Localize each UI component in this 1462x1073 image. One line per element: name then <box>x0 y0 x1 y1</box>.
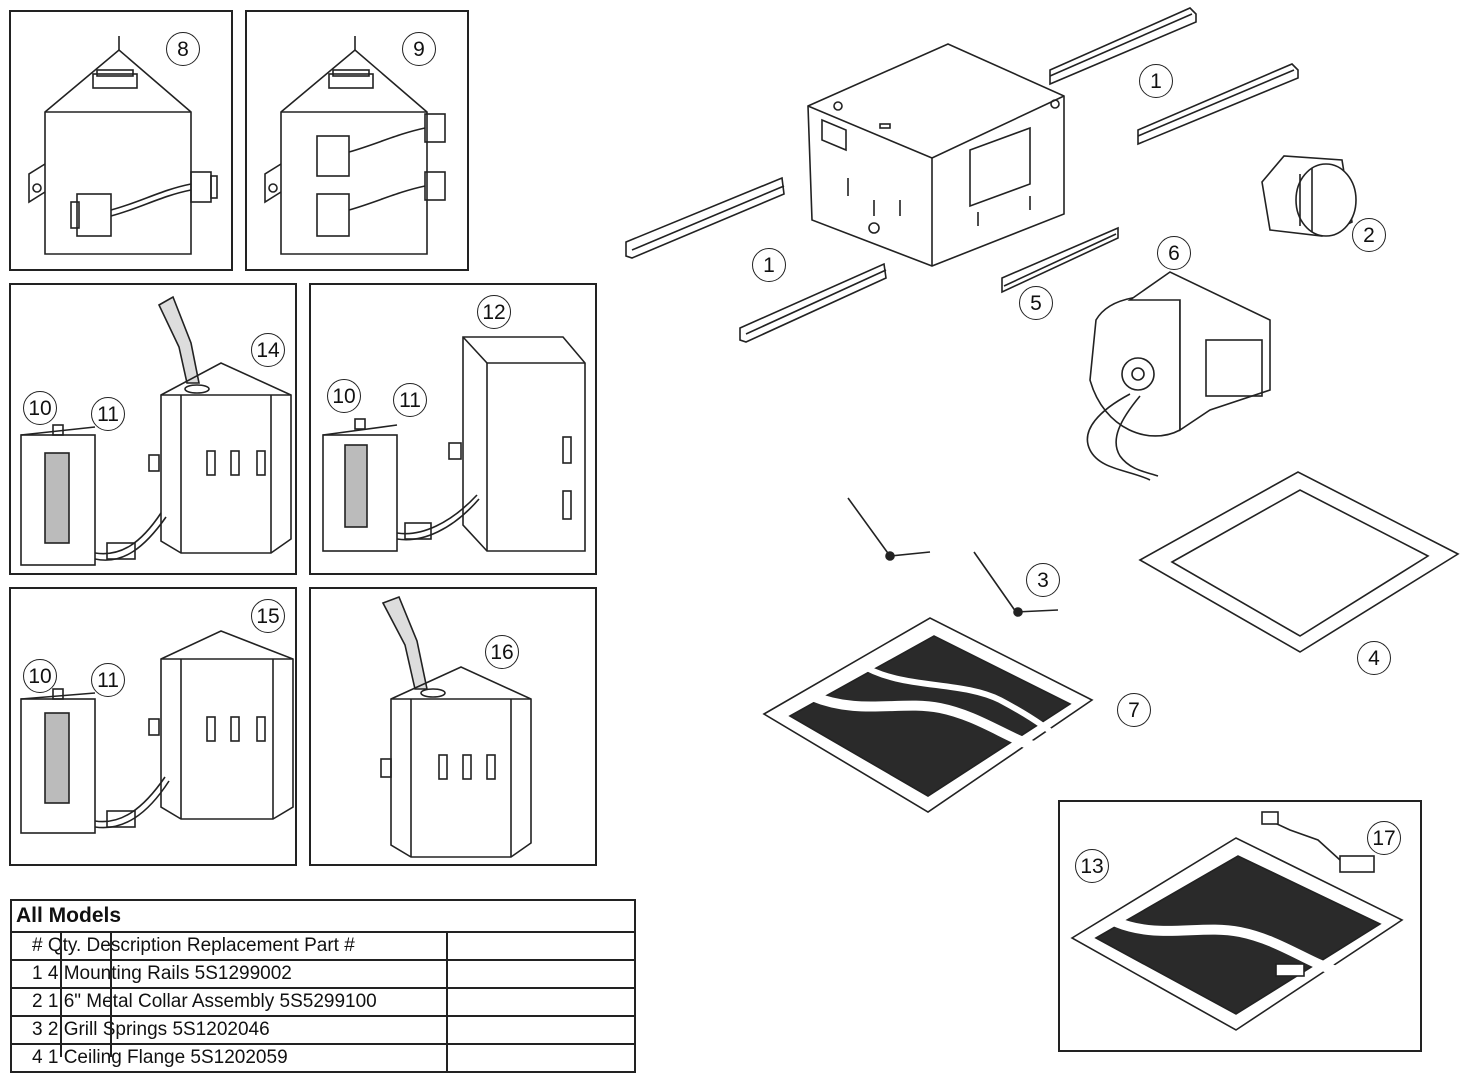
grill <box>762 617 1094 813</box>
panel-detail-9: 9 <box>245 10 469 271</box>
panel-detail-12: 12 10 11 <box>309 283 597 575</box>
panel-detail-8: 8 <box>9 10 233 271</box>
table-cell: 2 1 6" Metal Collar Assembly 5S5299100 <box>10 987 448 1017</box>
callout-13: 13 <box>1075 849 1109 883</box>
battery-housing-diagram-12 <box>322 336 586 552</box>
mounting-rail <box>1049 7 1197 86</box>
table-cell <box>446 959 636 989</box>
wiring-diagram-8 <box>28 36 218 255</box>
metal-collar <box>1261 155 1357 237</box>
callout-10: 10 <box>327 379 361 413</box>
mounting-rail <box>625 176 785 259</box>
callout-12: 12 <box>477 295 511 329</box>
table-cell <box>446 1015 636 1045</box>
table-cell <box>446 1043 636 1073</box>
table-row: 2 1 6" Metal Collar Assembly 5S5299100 <box>10 987 636 1017</box>
battery-housing-diagram-14 <box>20 295 292 566</box>
wiring-diagram-9 <box>264 36 446 255</box>
table-row: 4 1 Ceiling Flange 5S1202059 <box>10 1043 636 1073</box>
callout-10: 10 <box>23 391 57 425</box>
callout-6: 6 <box>1157 236 1191 270</box>
battery-housing-diagram-15 <box>20 630 294 834</box>
panel-detail-15: 15 10 11 <box>9 587 297 866</box>
battery-housing-diagram-16 <box>380 595 532 858</box>
callout-1: 1 <box>752 248 786 282</box>
blower-motor <box>1086 271 1271 481</box>
table-cell: 4 1 Ceiling Flange 5S1202059 <box>10 1043 448 1073</box>
callout-17: 17 <box>1367 821 1401 855</box>
callout-2: 2 <box>1352 218 1386 252</box>
table-cell: 3 2 Grill Springs 5S1202046 <box>10 1015 448 1045</box>
panel-detail-14: 14 10 11 <box>9 283 297 575</box>
callout-11: 11 <box>393 383 427 417</box>
fan-housing <box>807 43 1065 267</box>
table-row: 1 4 Mounting Rails 5S1299002 <box>10 959 636 989</box>
callout-11: 11 <box>91 397 125 431</box>
table-cell <box>446 931 636 961</box>
panel-detail-16: 16 <box>309 587 597 866</box>
callout-7: 7 <box>1117 693 1151 727</box>
callout-3: 3 <box>1026 563 1060 597</box>
table-divider <box>110 931 112 1057</box>
grill-with-light <box>1070 837 1404 1031</box>
ceiling-flange <box>1138 471 1460 653</box>
light-connector <box>1261 811 1375 873</box>
table-cell: 1 4 Mounting Rails 5S1299002 <box>10 959 448 989</box>
table-row: # Qty. Description Replacement Part # <box>10 931 636 961</box>
callout-4: 4 <box>1357 641 1391 675</box>
callout-8: 8 <box>166 32 200 66</box>
table-cell: # Qty. Description Replacement Part # <box>10 931 448 961</box>
callout-9: 9 <box>402 32 436 66</box>
table-divider <box>60 931 62 1057</box>
callout-11: 11 <box>91 663 125 697</box>
table-row: 3 2 Grill Springs 5S1202046 <box>10 1015 636 1045</box>
damper-strip <box>1001 226 1119 294</box>
callout-16: 16 <box>485 635 519 669</box>
callout-5: 5 <box>1019 286 1053 320</box>
callout-15: 15 <box>251 599 285 633</box>
table-cell <box>446 987 636 1017</box>
table-header: All Models <box>10 899 636 933</box>
parts-table: All Models # Qty. Description Replacemen… <box>10 899 636 1073</box>
grill-spring <box>847 497 931 561</box>
callout-14: 14 <box>251 333 285 367</box>
callout-1: 1 <box>1139 64 1173 98</box>
callout-10: 10 <box>23 659 57 693</box>
table-title: All Models <box>10 899 636 933</box>
